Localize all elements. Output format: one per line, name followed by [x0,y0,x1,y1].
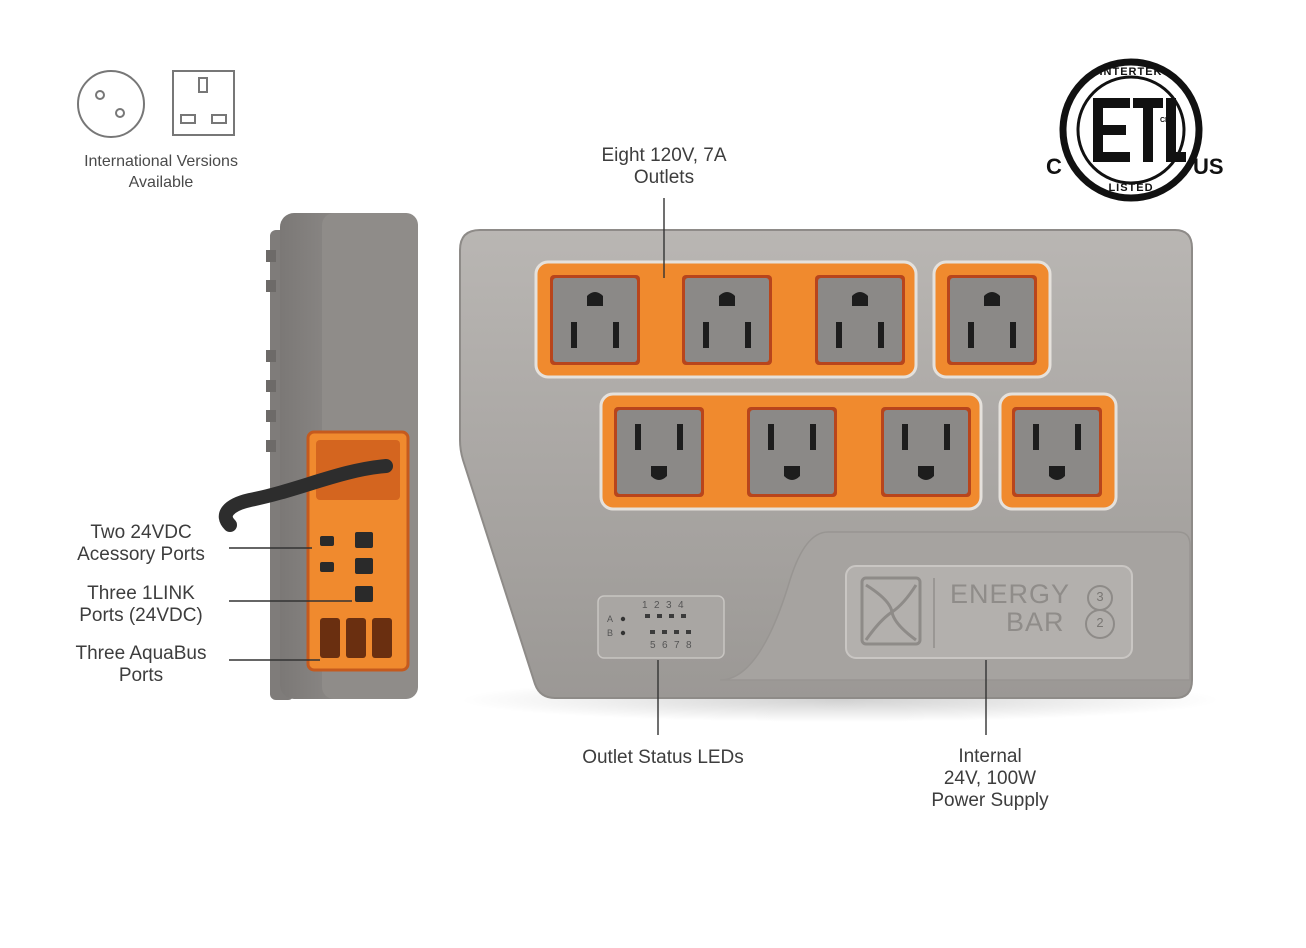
callout-aquabus-line1: Three AquaBus [75,643,207,664]
led-bottom-7 [674,630,679,634]
led-b-dot [620,630,626,636]
status-leds [620,614,691,636]
led-num-4: 4 [678,600,684,611]
callout-outlets: Eight 120V, 7A Outlets [564,145,764,189]
led-top-4 [681,614,686,618]
callout-leds: Outlet Status LEDs [548,747,778,769]
intl-line1: International Versions [84,153,238,170]
cert-cm: CM [1160,117,1171,124]
aquabus-ports [320,618,392,658]
outlet-3 [815,275,905,365]
led-num-7: 7 [674,640,680,651]
outlet-6 [747,407,837,497]
brand-plate [845,565,1133,659]
callout-psu-line1: Internal [958,746,1022,767]
accessory-ports [320,532,373,574]
callout-accessory-line2: Acessory Ports [77,544,205,565]
led-num-8: 8 [686,640,692,651]
outlet-1 [550,275,640,365]
etl-listed-seal [1059,58,1203,202]
callout-leds-line1: Outlet Status LEDs [582,747,744,768]
callout-psu-line2: 24V, 100W [943,768,1037,789]
round-plug-icon [77,70,145,138]
brand-line2: BAR [1006,607,1065,637]
callout-aquabus-line2: Ports [118,665,164,686]
led-row-labels: A B [607,612,613,640]
led-top-3 [669,614,674,618]
neptune-logo-icon [860,576,922,646]
brand-name: ENERGY BAR [950,580,1070,636]
intl-line2: Available [128,174,194,191]
led-panel [597,595,725,659]
led-bottom-6 [662,630,667,634]
callout-psu-line3: Power Supply [931,790,1049,811]
led-num-5: 5 [650,640,656,651]
cert-left-letter: C [1046,154,1062,179]
led-num-3: 3 [666,600,672,611]
led-num-1: 1 [642,600,648,611]
led-num-6: 6 [662,640,668,651]
brand-line1: ENERGY [950,579,1071,609]
callout-lines [229,198,987,735]
cert-right-letters: US [1193,154,1224,179]
side-view-device [266,213,418,700]
outlet-2 [682,275,772,365]
callout-outlets-line1: Eight 120V, 7A [601,145,727,166]
led-bottom-8 [686,630,691,634]
outlet-5 [614,407,704,497]
callout-accessory: Two 24VDC Acessory Ports [60,522,222,566]
callout-outlets-line2: Outlets [633,167,695,188]
callout-onelink-line2: Ports (24VDC) [79,605,203,626]
led-bottom-5 [650,630,655,634]
led-row-a: A [607,614,614,624]
outlet-4 [947,275,1037,365]
model-bottom: 2 [1096,615,1104,630]
led-a-dot [620,616,626,622]
outlet-7 [881,407,971,497]
intl-caption: International Versions Available [60,151,262,193]
model-number-badge [1085,585,1115,639]
callout-onelink-line1: Three 1LINK [87,583,195,604]
led-top-1 [645,614,650,618]
led-row-b: B [607,628,614,638]
callout-onelink: Three 1LINK Ports (24VDC) [60,583,222,627]
power-cable [218,459,393,532]
outlet-8 [1012,407,1102,497]
callout-aquabus: Three AquaBus Ports [60,643,222,687]
cert-bottom-text: LISTED [1108,182,1154,194]
onelink-port [355,586,373,602]
uk-plug-icon [172,70,235,136]
callout-psu: Internal 24V, 100W Power Supply [890,746,1090,812]
led-top-2 [657,614,662,618]
cert-top-text: INTERTEK [1099,66,1163,78]
model-top: 3 [1096,589,1104,604]
callout-accessory-line1: Two 24VDC [90,522,192,543]
led-num-2: 2 [654,600,660,611]
outlets [550,275,1102,497]
